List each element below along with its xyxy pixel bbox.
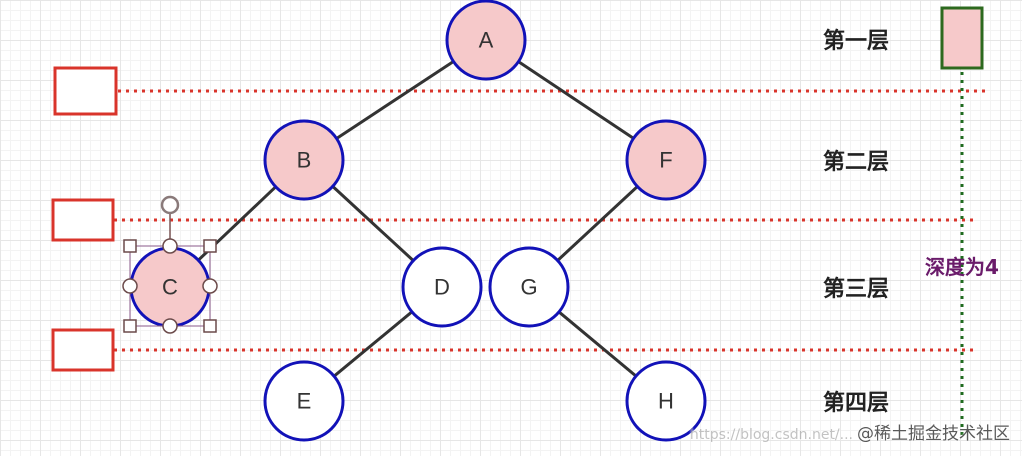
separator-box-2[interactable]	[51, 198, 115, 242]
node-e-label: E	[297, 389, 312, 414]
level-label-3: 第三层	[823, 276, 889, 302]
edge-a-f[interactable]	[517, 60, 635, 140]
node-f[interactable]: F	[625, 119, 707, 201]
node-e-circle	[263, 360, 345, 442]
node-d-circle	[401, 246, 483, 328]
edge-d-e[interactable]	[333, 310, 413, 378]
tree-edges	[197, 60, 639, 378]
node-a[interactable]: A	[445, 0, 527, 81]
depth-box[interactable]	[940, 6, 984, 70]
rotate-handle[interactable]	[160, 195, 180, 215]
resize-handle-bottom-left[interactable]	[123, 319, 137, 333]
node-g[interactable]: G	[488, 246, 570, 328]
edge-f-g[interactable]	[556, 185, 639, 262]
node-b-label: B	[297, 148, 312, 173]
node-e[interactable]: E	[263, 360, 345, 442]
resize-handle-left[interactable]	[122, 278, 138, 294]
node-h-label: H	[658, 389, 674, 414]
level-label-4: 第四层	[823, 390, 889, 416]
edge-b-d[interactable]	[331, 185, 415, 262]
node-a-circle	[445, 0, 527, 81]
node-f-label: F	[659, 148, 672, 173]
level-label-2: 第二层	[823, 149, 889, 175]
separator-box-1[interactable]	[53, 66, 118, 116]
node-c-label: C	[162, 275, 178, 300]
node-b-circle	[263, 119, 345, 201]
level-label-1: 第一层	[823, 28, 889, 54]
node-h-circle	[625, 360, 707, 442]
node-f-circle	[625, 119, 707, 201]
edge-a-b[interactable]	[335, 60, 455, 140]
edge-g-h[interactable]	[558, 310, 637, 378]
separator-box-3[interactable]	[51, 328, 115, 372]
watermark: https://blog.csdn.net/...@稀土掘金技术社区	[690, 419, 1010, 444]
node-c[interactable]: C	[129, 246, 211, 328]
selection-handles	[122, 195, 218, 334]
node-b[interactable]: B	[263, 119, 345, 201]
node-g-label: G	[520, 275, 537, 300]
resize-handle-bottom-right[interactable]	[203, 319, 217, 333]
watermark-text: @稀土掘金技术社区	[857, 424, 1010, 444]
watermark-url: https://blog.csdn.net/...	[689, 427, 853, 443]
node-a-label: A	[479, 28, 494, 53]
node-g-circle	[488, 246, 570, 328]
resize-handle-bottom[interactable]	[162, 318, 178, 334]
resize-handle-top[interactable]	[162, 238, 178, 254]
depth-label: 深度为4	[925, 255, 999, 279]
resize-handle-top-left[interactable]	[123, 239, 137, 253]
node-d-label: D	[434, 275, 450, 300]
node-d[interactable]: D	[401, 246, 483, 328]
resize-handle-top-right[interactable]	[203, 239, 217, 253]
resize-handle-right[interactable]	[202, 278, 218, 294]
node-h[interactable]: H	[625, 360, 707, 442]
